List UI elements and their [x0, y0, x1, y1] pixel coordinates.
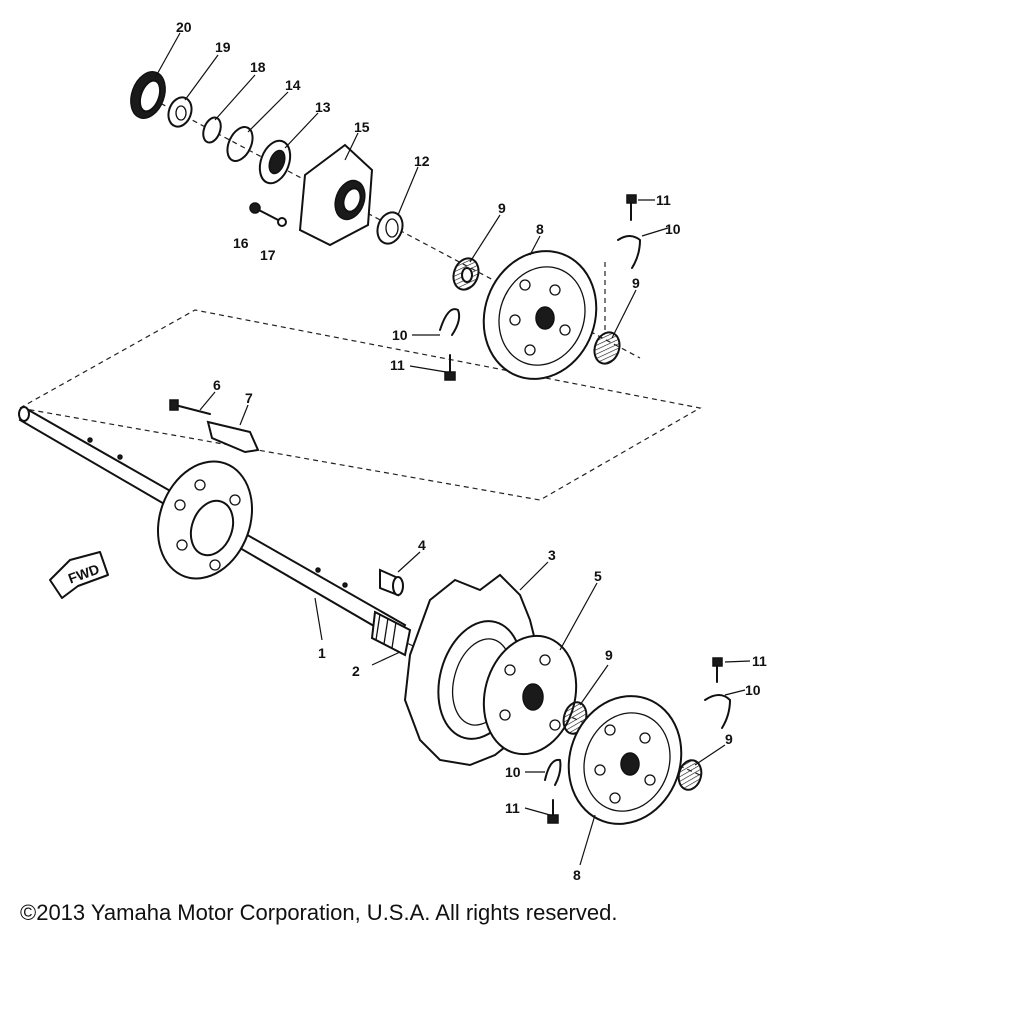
part-11-bolt-lower-right — [712, 657, 723, 683]
part-10-clamp-upper-left — [439, 308, 461, 336]
callout-10-upper-left: 10 — [392, 327, 408, 343]
callout-9-lower-left: 9 — [605, 647, 613, 663]
part-19-nut — [167, 96, 193, 128]
callout-6: 6 — [213, 377, 221, 393]
assembly-outline-box — [18, 309, 702, 501]
callout-20: 20 — [176, 19, 192, 35]
callout-1: 1 — [318, 645, 326, 661]
callout-10-lower-left: 10 — [505, 764, 521, 780]
part-11-bolt-upper-left — [444, 354, 456, 381]
part-20-seal — [130, 71, 166, 119]
part-14-circlip — [226, 126, 254, 162]
axle-flange-disc — [156, 460, 254, 580]
part-8-wheel-upper — [482, 250, 598, 380]
callout-19: 19 — [215, 39, 231, 55]
fwd-label: FWD — [66, 561, 101, 587]
callout-8-upper: 8 — [536, 221, 544, 237]
fwd-arrow-icon: FWD — [49, 551, 109, 599]
part-11-bolt-upper-right — [626, 194, 637, 221]
part-5-sprocket-plate — [482, 634, 578, 756]
part-8-wheel-lower — [567, 695, 683, 825]
part-4-spacer — [379, 568, 404, 597]
part-2-splined-hub — [370, 610, 412, 657]
part-12-collar — [376, 211, 404, 245]
part-9-bearing-upper-left — [452, 257, 480, 291]
callout-3: 3 — [548, 547, 556, 563]
callout-9-upper-right: 9 — [632, 275, 640, 291]
callout-8-lower: 8 — [573, 867, 581, 883]
callout-14: 14 — [285, 77, 301, 93]
callout-10-lower-right: 10 — [745, 682, 761, 698]
part-7-bracket — [206, 420, 260, 454]
callout-16: 16 — [233, 235, 249, 251]
callout-11-upper-right: 11 — [656, 192, 671, 208]
callout-17: 17 — [260, 247, 276, 263]
part-15-bearing-housing — [298, 143, 374, 247]
part-13-bearing — [258, 139, 292, 185]
part-17-washer — [277, 217, 287, 227]
callout-9-lower-right: 9 — [725, 731, 733, 747]
callout-15: 15 — [354, 119, 370, 135]
callout-4: 4 — [418, 537, 426, 553]
part-10-clamp-lower-left — [544, 758, 562, 786]
part-10-clamp-upper-right — [617, 235, 641, 269]
callout-7: 7 — [245, 390, 253, 406]
part-16-bolt — [249, 202, 283, 223]
callout-12: 12 — [414, 153, 430, 169]
callout-11-lower-left: 11 — [505, 800, 520, 816]
callout-labels: 20 19 18 14 13 15 12 16 17 9 8 11 10 9 1… — [176, 19, 767, 883]
copyright-notice: ©2013 Yamaha Motor Corporation, U.S.A. A… — [20, 900, 618, 925]
part-9-bearing-upper-right — [593, 331, 621, 365]
part-6-bolt — [169, 399, 211, 415]
part-11-bolt-lower-left — [547, 799, 559, 824]
callout-11-upper-left: 11 — [390, 357, 405, 373]
callout-11-lower-right: 11 — [752, 653, 767, 669]
callout-9-upper-left: 9 — [498, 200, 506, 216]
callout-10-upper-right: 10 — [665, 221, 681, 237]
part-10-clamp-lower-right — [704, 694, 731, 729]
callout-5: 5 — [594, 568, 602, 584]
leader-lines — [154, 32, 751, 866]
callout-2: 2 — [352, 663, 360, 679]
part-9-bearing-lower-right — [677, 759, 703, 791]
callout-13: 13 — [315, 99, 331, 115]
callout-18: 18 — [250, 59, 266, 75]
part-18-washer — [202, 116, 222, 144]
